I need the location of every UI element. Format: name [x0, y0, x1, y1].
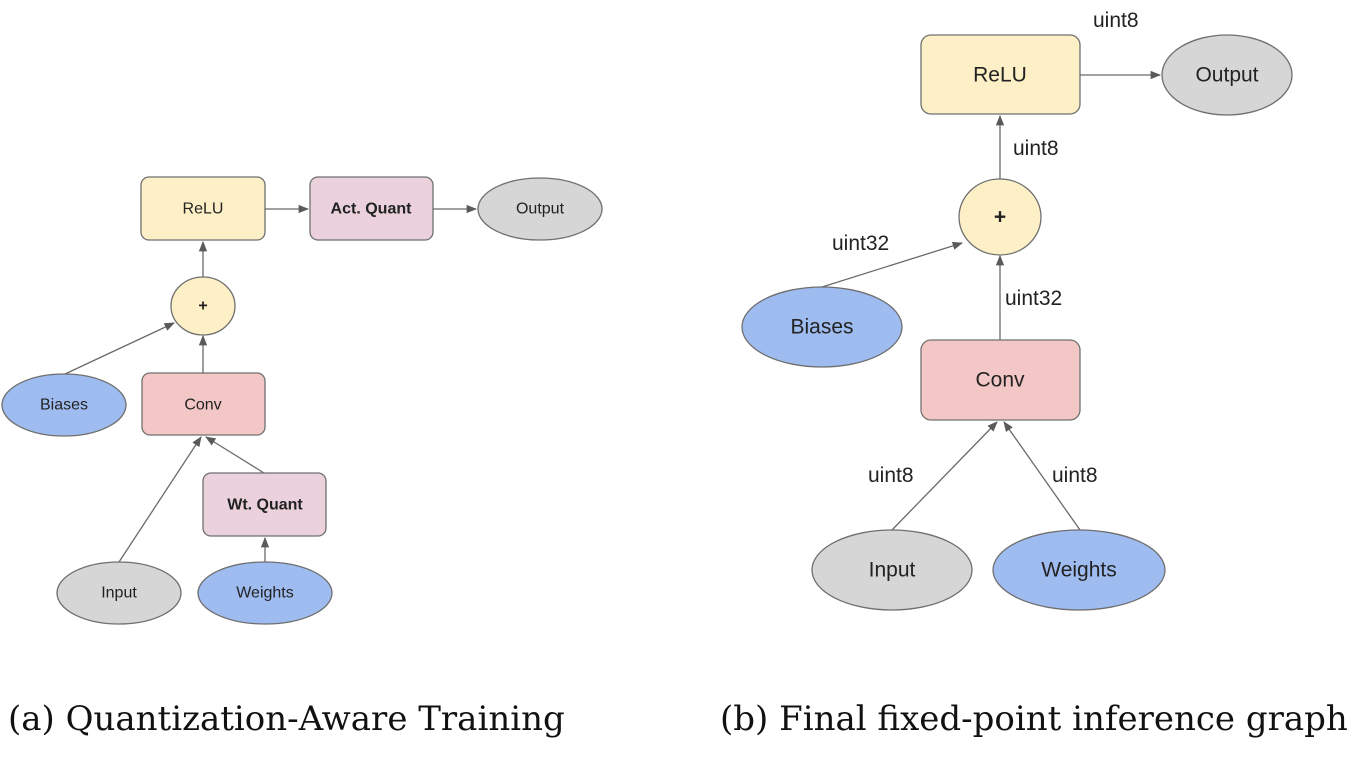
edge-b-biases-to-add	[821, 241, 963, 288]
edge-a-input-to-conv	[118, 436, 202, 563]
node-a-act-quant: Act. Quant	[309, 176, 434, 241]
node-b-add: +	[958, 178, 1042, 256]
add-label: +	[994, 206, 1006, 229]
biases-ellipse	[741, 286, 903, 368]
input-label: Input	[869, 559, 916, 582]
node-a-add: +	[170, 276, 236, 336]
label-conv-to-add: uint32	[1005, 287, 1062, 310]
weights-ellipse	[197, 561, 333, 625]
relu-label: ReLU	[183, 201, 224, 218]
relu-box	[140, 176, 266, 241]
output-ellipse	[1161, 34, 1293, 116]
biases-label: Biases	[790, 316, 853, 339]
edge-b-weights-to-conv	[1003, 421, 1081, 531]
output-label: Output	[1195, 64, 1258, 87]
weights-label: Weights	[236, 585, 294, 602]
biases-label: Biases	[40, 397, 88, 414]
relu-box	[920, 34, 1081, 115]
act-quant-box	[309, 176, 434, 241]
wt-quant-label: Wt. Quant	[227, 497, 303, 514]
conv-box	[920, 339, 1081, 421]
panel-b-fixed-point-inference: uint8 uint8 uint32 uint32 uint8 uint8 Re…	[720, 9, 1348, 739]
node-a-wt-quant: Wt. Quant	[202, 472, 327, 537]
label-relu-to-output: uint8	[1093, 9, 1139, 32]
node-b-weights: Weights	[992, 529, 1166, 611]
conv-label: Conv	[184, 397, 221, 414]
act-quant-label: Act. Quant	[331, 201, 413, 218]
caption-b: (b) Final fixed-point inference graph	[720, 699, 1348, 739]
conv-box	[141, 372, 266, 436]
node-a-weights: Weights	[197, 561, 333, 625]
node-a-relu: ReLU	[140, 176, 266, 241]
weights-label: Weights	[1041, 559, 1116, 582]
label-input-to-conv: uint8	[868, 464, 914, 487]
caption-a: (a) Quantization-Aware Training	[8, 699, 565, 739]
add-circle	[958, 178, 1042, 256]
output-ellipse	[477, 177, 603, 241]
relu-label: ReLU	[973, 64, 1027, 87]
node-a-conv: Conv	[141, 372, 266, 436]
input-label: Input	[101, 585, 137, 602]
weights-ellipse	[992, 529, 1166, 611]
node-b-input: Input	[811, 529, 973, 611]
label-weights-to-conv: uint8	[1052, 464, 1098, 487]
edge-a-wtquant-to-conv	[205, 436, 265, 474]
node-a-output: Output	[477, 177, 603, 241]
node-b-output: Output	[1161, 34, 1293, 116]
edge-a-biases-to-add	[64, 322, 175, 375]
wt-quant-box	[202, 472, 327, 537]
add-label: +	[198, 298, 207, 315]
node-b-relu: ReLU	[920, 34, 1081, 115]
add-circle	[170, 276, 236, 336]
edge-b-input-to-conv	[891, 421, 998, 531]
panel-a-quantization-aware-training: ReLU Act. Quant Output + Biases Conv Wt.…	[1, 176, 603, 739]
label-add-to-relu: uint8	[1013, 137, 1059, 160]
label-biases-to-add: uint32	[832, 232, 889, 255]
node-b-conv: Conv	[920, 339, 1081, 421]
node-b-biases: Biases	[741, 286, 903, 368]
node-a-input: Input	[56, 561, 182, 625]
input-ellipse	[56, 561, 182, 625]
input-ellipse	[811, 529, 973, 611]
node-a-biases: Biases	[1, 373, 127, 437]
conv-label: Conv	[975, 369, 1025, 392]
biases-ellipse	[1, 373, 127, 437]
output-label: Output	[516, 201, 565, 218]
